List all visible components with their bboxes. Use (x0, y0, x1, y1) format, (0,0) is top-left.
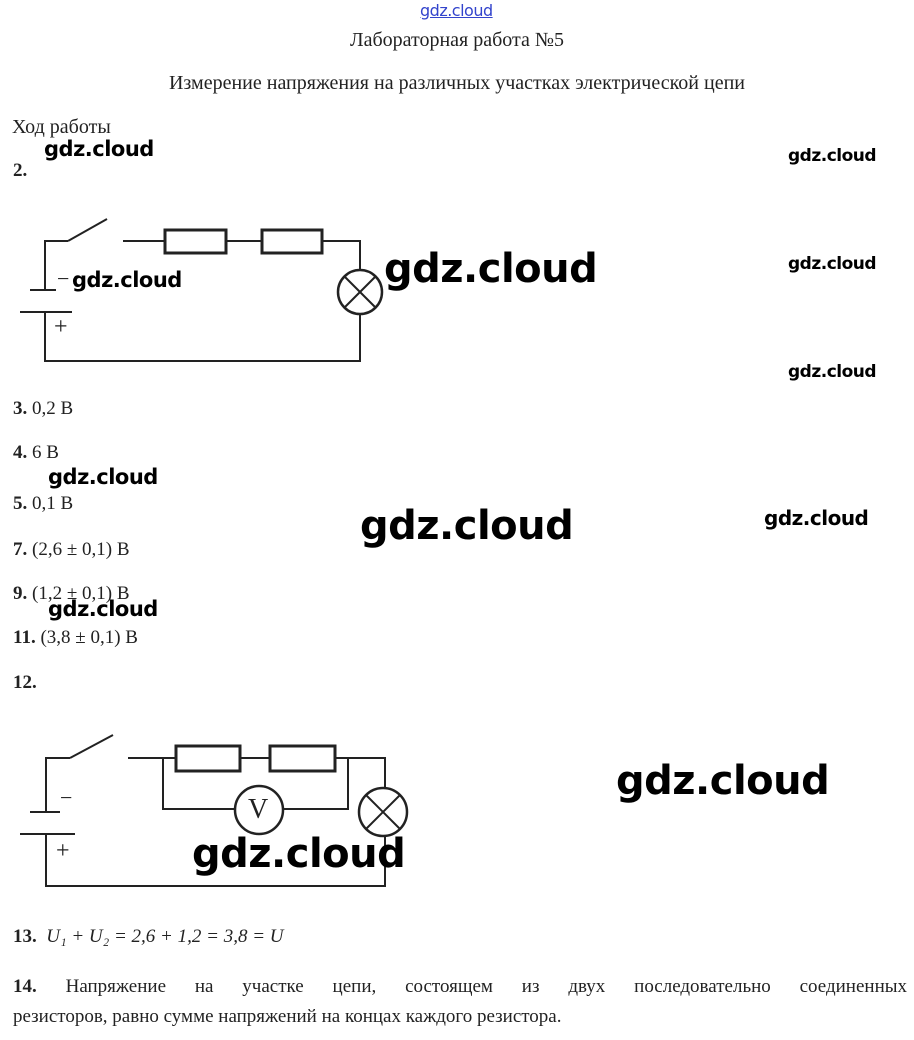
item-text: (2,6 ± 0,1) В (32, 539, 130, 560)
lab-subtitle: Измерение напряжения на различных участк… (168, 72, 745, 94)
switch-icon (67, 218, 108, 242)
circuit-2 (20, 734, 409, 887)
formula: U₁ + U₂ = 2,6 + 1,2 = 3,8 = U (46, 926, 284, 947)
item-number: 14. (13, 976, 37, 997)
watermark: gdz.cloud (788, 254, 877, 274)
watermark: gdz.cloud (72, 268, 182, 292)
resistor-1-icon (174, 744, 242, 773)
item-number: 13. (13, 926, 37, 947)
item-3: 3. 0,2 В (13, 398, 73, 420)
item-7: 7. (2,6 ± 0,1) В (13, 539, 130, 561)
watermark: gdz.cloud (192, 831, 406, 877)
resistor-2-icon (260, 228, 324, 255)
circuit-1 (20, 218, 384, 362)
item-9: 9. (1,2 ± 0,1) В (13, 583, 130, 605)
plus-sign: + (56, 838, 70, 864)
item-text: 0,2 В (32, 398, 74, 419)
item-2: 2. (13, 160, 27, 182)
plus-sign: + (54, 314, 68, 340)
item-number: 2. (13, 160, 28, 181)
item-14-line-2: резисторов, равно сумме напряжений на ко… (13, 1006, 562, 1027)
watermark: gdz.cloud (48, 597, 158, 621)
item-number: 11. (13, 627, 36, 648)
item-text: Напряжение на участке цепи, состоящем из… (65, 976, 908, 997)
minus-sign: − (57, 266, 70, 291)
watermark: gdz.cloud (764, 506, 869, 530)
item-number: 4. (13, 442, 28, 463)
watermark: gdz.cloud (44, 137, 154, 161)
item-number: 7. (13, 539, 28, 560)
watermark: gdz.cloud (788, 362, 877, 382)
lab-title: Лабораторная работа №5 (350, 29, 564, 51)
watermark: gdz.cloud (788, 146, 877, 166)
section-heading: Ход работы (12, 116, 111, 138)
voltmeter-icon (233, 784, 285, 836)
item-number: 9. (13, 583, 28, 604)
watermark[interactable]: gdz.cloud (420, 1, 493, 20)
item-12: 12. (13, 672, 37, 694)
item-14-line-1: 14. Напряжение на участке цепи, состояще… (13, 976, 907, 998)
resistor-1-icon (163, 228, 228, 255)
watermark: gdz.cloud (48, 465, 158, 489)
item-text: (3,8 ± 0,1) В (40, 627, 138, 648)
watermark: gdz.cloud (384, 246, 598, 292)
item-text: (1,2 ± 0,1) В (32, 583, 130, 604)
wire (44, 240, 68, 290)
item-13: 13. U₁ + U₂ = 2,6 + 1,2 = 3,8 = U (13, 926, 283, 948)
watermark: gdz.cloud (360, 503, 574, 549)
item-11: 11. (3,8 ± 0,1) В (13, 627, 138, 649)
item-4: 4. 6 В (13, 442, 59, 464)
item-5: 5. 0,1 В (13, 493, 73, 515)
lamp-icon (357, 786, 409, 838)
switch-icon (69, 734, 114, 759)
item-text: 0,1 В (32, 493, 74, 514)
minus-sign: − (60, 785, 73, 810)
lamp-icon (336, 268, 384, 316)
item-number: 3. (13, 398, 28, 419)
voltmeter-label: V (248, 794, 269, 825)
item-number: 5. (13, 493, 28, 514)
resistor-2-icon (268, 744, 337, 773)
item-number: 12. (13, 672, 37, 693)
watermark: gdz.cloud (616, 758, 830, 804)
item-text: 6 В (32, 442, 59, 463)
